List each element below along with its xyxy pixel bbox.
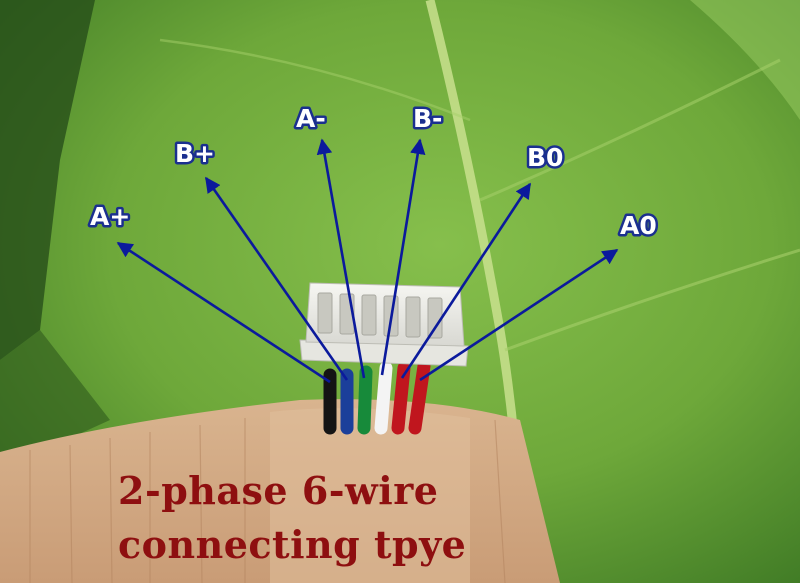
leaf-vein-left xyxy=(159,38,471,122)
wire-white xyxy=(374,361,393,435)
arrow-b-plus xyxy=(204,176,349,381)
label-b0: B0 xyxy=(527,143,563,172)
leaf-highlight xyxy=(690,0,800,120)
arrow-a0 xyxy=(419,248,619,382)
arrow-b-minus xyxy=(380,138,426,376)
jst-connector xyxy=(299,282,469,367)
dark-foliage-left xyxy=(0,0,95,360)
caption-line-1: 2-phase 6-wire xyxy=(118,468,439,513)
wood-grain xyxy=(29,418,506,583)
caption-line-2: connecting tpye xyxy=(118,522,467,567)
label-a-minus: A- xyxy=(296,104,326,133)
arrow-a-minus xyxy=(316,138,366,379)
wire-green xyxy=(357,365,373,435)
arrow-a-plus xyxy=(116,241,331,384)
label-b-plus: B+ xyxy=(175,139,215,168)
stick-cut-face xyxy=(270,408,470,583)
label-a0: A0 xyxy=(620,211,657,240)
dark-foliage-lower xyxy=(0,330,110,470)
label-b-minus: B- xyxy=(413,104,442,133)
leaf-vein-right xyxy=(504,248,800,352)
label-a-plus: A+ xyxy=(90,202,130,231)
arrow-group xyxy=(116,138,619,384)
wire-red-2 xyxy=(408,359,431,435)
arrow-b0 xyxy=(400,182,532,379)
